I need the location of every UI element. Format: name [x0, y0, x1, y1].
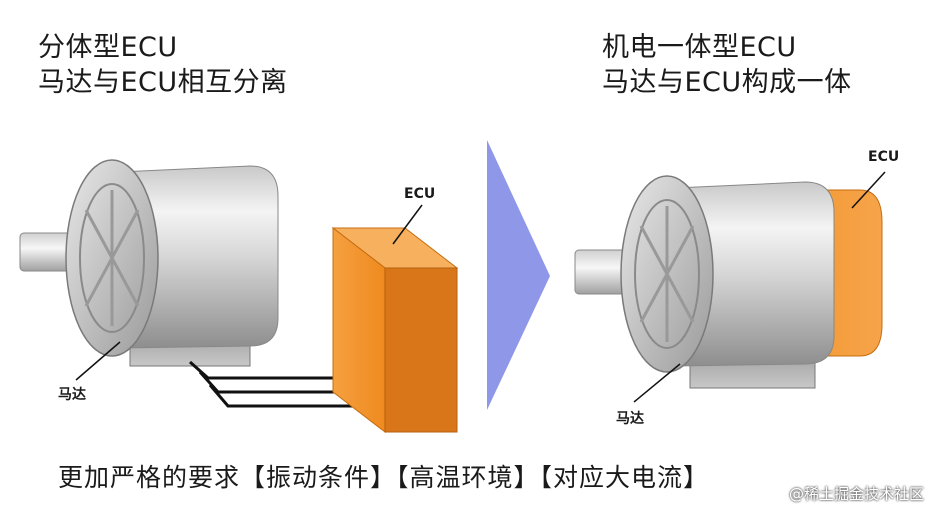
left-ecu-label: ECU [404, 186, 436, 202]
right-title-line2: 马达与ECU构成一体 [602, 67, 852, 98]
wire [198, 370, 360, 394]
left-motor-label: 马达 [58, 387, 86, 403]
left-ecu-box [331, 226, 459, 434]
right-ecu-leader [851, 171, 886, 209]
requirements-caption: 更加严格的要求【振动条件】【高温环境】【对应大电流】 [58, 463, 710, 492]
transform-arrow-icon [487, 140, 550, 410]
right-motor [574, 175, 883, 389]
left-title-line2: 马达与ECU相互分离 [38, 67, 288, 98]
left-motor-rib [84, 209, 140, 307]
left-title-line1: 分体型ECU [38, 32, 178, 63]
left-wires [189, 360, 382, 408]
right-motor-body [674, 181, 835, 367]
right-motor-leader [633, 363, 681, 403]
left-motor-leader [75, 341, 121, 381]
wire [208, 384, 382, 408]
right-motor-rib [639, 225, 695, 323]
right-title: 机电一体型ECU 马达与ECU构成一体 [602, 30, 852, 100]
left-ecu-leader [392, 204, 423, 245]
left-motor-body [119, 165, 279, 349]
left-motor-flange-inner [79, 183, 145, 333]
right-motor-flange-inner [634, 199, 700, 349]
wire [189, 360, 345, 380]
right-ecu-label: ECU [868, 149, 900, 165]
ecu-box-side [384, 267, 458, 433]
left-motor [19, 159, 279, 367]
right-title-line1: 机电一体型ECU [602, 32, 797, 63]
left-title: 分体型ECU 马达与ECU相互分离 [38, 30, 288, 100]
right-motor-label: 马达 [616, 411, 644, 427]
watermark: @稀土掘金技术社区 [788, 485, 924, 503]
